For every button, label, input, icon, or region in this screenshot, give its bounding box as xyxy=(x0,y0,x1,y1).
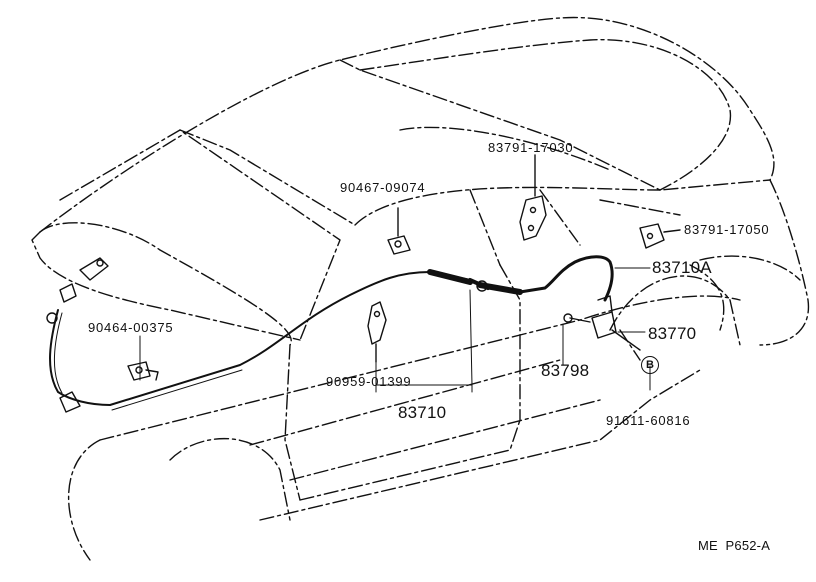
label-91611-60816: 91611-60816 xyxy=(606,413,691,428)
body-outline xyxy=(31,16,810,561)
cable-clip-90464 xyxy=(127,361,159,381)
label-83798: 83798 xyxy=(541,361,590,380)
rear-cable xyxy=(478,255,614,302)
clamp-90467 xyxy=(387,207,411,255)
bracket-83791-17030 xyxy=(519,154,547,241)
bracket-83791-17050 xyxy=(639,223,681,249)
label-90959-01399: 90959-01399 xyxy=(326,374,412,389)
label-83770: 83770 xyxy=(648,324,697,343)
release-cable xyxy=(49,271,471,406)
opener-lever-83770 xyxy=(563,295,641,351)
cable-joint xyxy=(476,280,488,292)
front-latch xyxy=(46,257,109,413)
label-83710: 83710 xyxy=(398,403,447,422)
label-83791-17050: 83791-17050 xyxy=(684,222,770,237)
reference-mark-b: B xyxy=(641,356,659,374)
figure-code: ME P652-A xyxy=(698,538,771,553)
clip-90959 xyxy=(367,301,387,363)
label-83791-17030: 83791-17030 xyxy=(488,140,574,155)
label-90464-00375: 90464-00375 xyxy=(88,320,174,335)
label-83710A: 83710A xyxy=(652,258,712,277)
label-90467-09074: 90467-09074 xyxy=(340,180,426,195)
